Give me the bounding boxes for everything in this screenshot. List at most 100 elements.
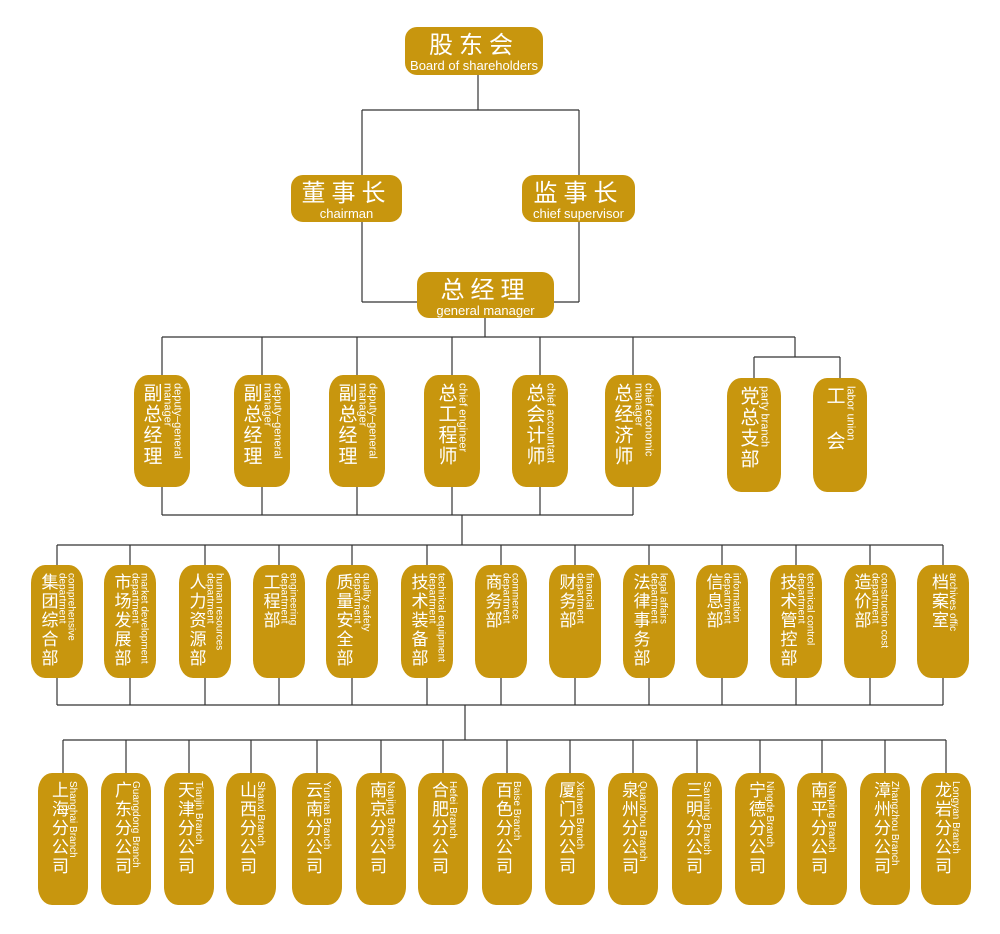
node-chief-supervisor: 监事长 chief supervisor	[522, 175, 635, 222]
node-cn: 漳州分公司	[870, 781, 890, 876]
node-cn: 副总经理	[335, 383, 358, 467]
node-cn: 泉州分公司	[618, 781, 638, 876]
node-cn: 人力资源部	[185, 573, 206, 668]
node-cn: 宁德分公司	[745, 781, 765, 876]
node-cn: 总经理	[440, 276, 531, 304]
node-en: Nanjing Branch	[385, 781, 396, 850]
node-cn: 档案室	[928, 573, 948, 630]
node-board-of-shareholders: 股东会 Board of shareholders	[405, 27, 543, 75]
node-cn: 市场发展部	[110, 573, 131, 668]
node-en: labor union	[844, 386, 857, 441]
node-en: Board of shareholders	[410, 58, 538, 73]
node-cn: 法律事务部	[629, 573, 650, 668]
node-cn: 副总经理	[140, 383, 163, 467]
node-en: comprehensive department	[56, 573, 77, 641]
node-en: deputy–general manager	[161, 383, 184, 459]
node-en: engineering department	[278, 573, 299, 626]
node-en: Yunnan Branch	[321, 781, 332, 850]
node-en: Hefei Branch	[447, 781, 458, 839]
node-en: chief supervisor	[532, 206, 625, 221]
node-cn: 总会计师	[523, 383, 546, 467]
node-en: Guangdong Branch	[130, 781, 141, 868]
node-cn: 股东会	[429, 31, 519, 59]
node-en: Quanzhou Branch	[637, 781, 648, 862]
node-cn: 集团综合部	[37, 573, 58, 668]
node-en: chief economic manager	[632, 383, 655, 457]
node-cn: 工程部	[259, 573, 280, 630]
node-en: market development department	[129, 573, 150, 664]
node-cn: 技术装备部	[407, 573, 428, 668]
node-cn: 龙岩分公司	[931, 781, 951, 876]
node-en: Baise Branch	[511, 781, 522, 841]
node-cn: 总工程师	[435, 383, 458, 467]
node-cn: 厦门分公司	[555, 781, 575, 876]
node-cn: 南平分公司	[807, 781, 827, 876]
node-cn: 云南分公司	[302, 781, 322, 876]
node-en: quality safety department	[351, 573, 372, 632]
node-cn: 副总经理	[240, 383, 263, 467]
node-en: deputy–general manager	[356, 383, 379, 459]
node-en: Tianjin Branch	[193, 781, 204, 845]
node-cn: 山西分公司	[236, 781, 256, 876]
node-en: technical equipment department	[426, 573, 447, 662]
node-cn: 造价部	[850, 573, 871, 630]
node-en: archives offic	[947, 573, 958, 632]
node-en: party branch	[758, 386, 771, 448]
node-en: Nanping Branch	[826, 781, 837, 853]
node-en: Longyan Branch	[950, 781, 961, 854]
node-cn: 工 会	[823, 386, 846, 452]
node-cn: 广东分公司	[111, 781, 131, 876]
node-en: technical control department	[795, 573, 816, 646]
node-en: chief engineer	[456, 383, 469, 453]
node-en: commerce department	[500, 573, 521, 624]
node-en: general manager	[436, 303, 535, 318]
node-en: Shanghai Branch	[67, 781, 78, 858]
node-cn: 总经济师	[611, 383, 634, 467]
node-general-manager: 总经理 general manager	[417, 272, 554, 318]
node-en: legal affairs department	[648, 573, 669, 624]
node-en: Zhangzhou Branch	[889, 781, 900, 866]
node-cn: 合肥分公司	[428, 781, 448, 876]
node-en: Shanxi Branch	[255, 781, 266, 847]
node-cn: 南京分公司	[366, 781, 386, 876]
node-en: deputy–general manager	[261, 383, 284, 459]
node-en: information department	[721, 573, 742, 624]
node-en: Sanming Branch	[701, 781, 712, 855]
node-cn: 三明分公司	[682, 781, 702, 876]
node-cn: 天津分公司	[174, 781, 194, 876]
node-cn: 技术管控部	[776, 573, 797, 668]
node-cn: 财务部	[555, 573, 576, 630]
